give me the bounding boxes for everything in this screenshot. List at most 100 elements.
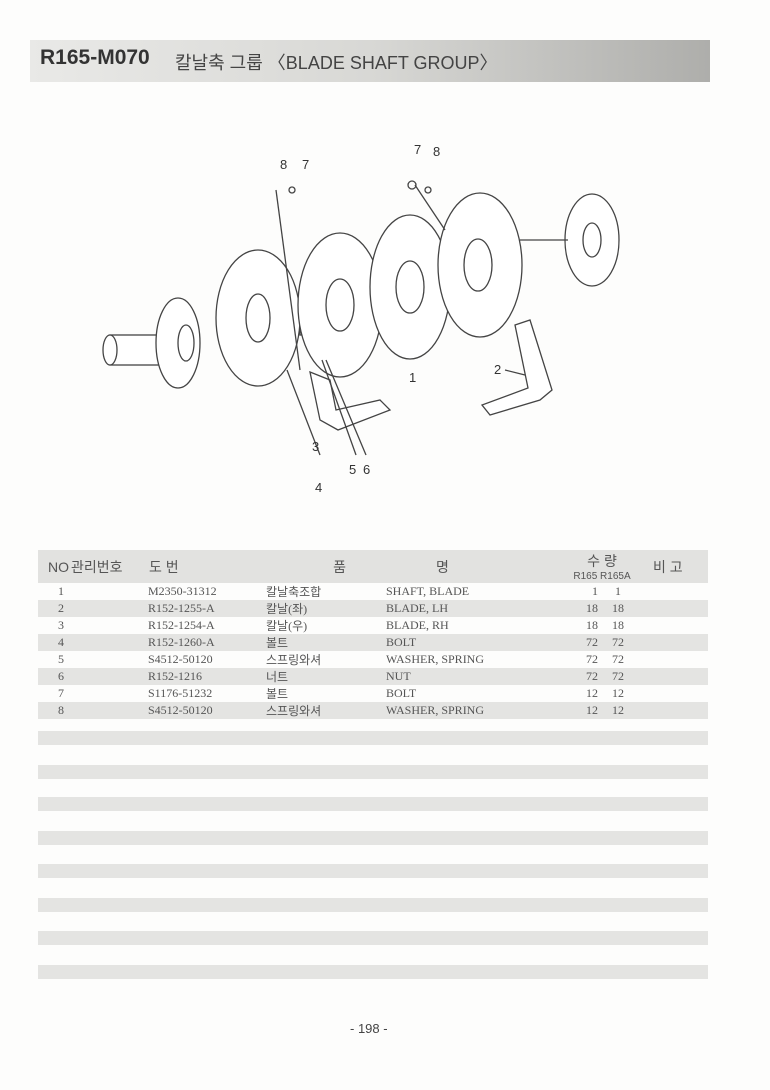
name-kr: 볼트 [266,634,386,651]
remark [638,702,708,719]
col-no: NO [38,550,70,583]
name-en: SHAFT, BLADE [386,584,470,598]
remark [638,668,708,685]
col-mgmt: 관리번호 [70,550,148,583]
page-number: - 198 - [350,1021,388,1036]
callout-4: 4 [315,480,322,495]
qty-r165a: 72 [598,634,638,651]
name-en: BLADE, RH [386,618,449,632]
remark [638,685,708,702]
drawing-number: S1176-51232 [148,686,213,700]
disc-2 [297,232,383,378]
col-remark: 비 고 [638,550,708,583]
remark [638,651,708,668]
qty-r165a: 72 [612,652,624,666]
group-code: R165-M070 [40,46,150,69]
drawing-number: R152-1255-A [148,600,266,617]
remark [638,617,708,634]
empty-row [38,831,708,845]
shaft-end [102,297,201,389]
drawing-number: R152-1216 [148,668,266,685]
empty-row [38,731,708,745]
qty-r165a: 12 [598,702,638,719]
col-name-en: 명 [386,550,566,583]
drawing-number: M2350-31312 [148,584,217,598]
group-title: 칼날축 그룹 〈BLADE SHAFT GROUP〉 [175,53,498,73]
callout-3: 3 [312,439,319,454]
qty-r165: 1 [592,584,598,598]
blade-lh [480,319,553,416]
callout-6: 6 [363,462,370,477]
mgmt-no [70,651,148,668]
part-no-index: 1 [58,584,64,598]
name-kr: 스프링와셔 [266,702,386,719]
mgmt-no [70,617,148,634]
flange [564,193,620,287]
part-no-index: 5 [58,652,64,666]
callout-5: 5 [349,462,356,477]
callout-1: 1 [409,370,416,385]
table-row: 3 R152-1254-A 칼날(우) BLADE, RH 18 18 [38,617,708,634]
name-kr: 칼날축조합 [266,585,322,599]
mgmt-no [70,668,148,685]
remark [638,600,708,617]
callout-2: 2 [494,362,501,377]
qty-r165: 12 [566,702,598,719]
part-no-index: 6 [38,668,70,685]
blade-rh [309,370,392,431]
name-en: WASHER, SPRING [386,702,566,719]
callout-8: 8 [433,144,440,159]
empty-row [38,965,708,979]
drawing-number: S4512-50120 [148,702,266,719]
table-row: 5 S4512-50120 스프링와셔 WASHER, SPRING 72 72 [38,651,708,668]
callout-7: 7 [302,157,309,172]
mgmt-no [70,583,148,600]
mgmt-no [70,600,148,617]
disc-3 [369,214,451,360]
qty-r165a: 12 [612,686,624,700]
name-en: NUT [386,668,566,685]
qty-r165: 18 [586,618,598,632]
part-no-index: 2 [38,600,70,617]
qty-r165: 72 [586,652,598,666]
remark [638,583,708,600]
disc-1 [215,249,301,387]
empty-row [38,898,708,912]
drawing-number: S4512-50120 [148,652,213,666]
section-header: R165-M070 칼날축 그룹 〈BLADE SHAFT GROUP〉 [30,40,710,82]
qty-r165a: 18 [612,618,624,632]
name-en: BOLT [386,686,417,700]
qty-r165: 18 [566,600,598,617]
qty-r165a: 72 [598,668,638,685]
col-name-kr: 품 [266,550,386,583]
remark [638,634,708,651]
disc-4 [437,192,523,338]
name-en: WASHER, SPRING [386,652,485,666]
drawing-number: R152-1254-A [148,618,215,632]
name-kr: 스프링와셔 [266,653,322,667]
drawing-number: R152-1260-A [148,634,266,651]
name-kr: 볼트 [266,687,289,701]
empty-row [38,765,708,779]
empty-row [38,864,708,878]
mgmt-no [70,685,148,702]
name-kr: 칼날(좌) [266,600,386,617]
name-kr: 너트 [266,668,386,685]
empty-row [38,797,708,811]
qty-r165: 12 [586,686,598,700]
part-no-index: 3 [58,618,64,632]
name-kr: 칼날(우) [266,619,308,633]
qty-r165: 72 [566,634,598,651]
name-en: BLADE, LH [386,600,566,617]
callout-8: 8 [280,157,287,172]
mgmt-no [70,702,148,719]
